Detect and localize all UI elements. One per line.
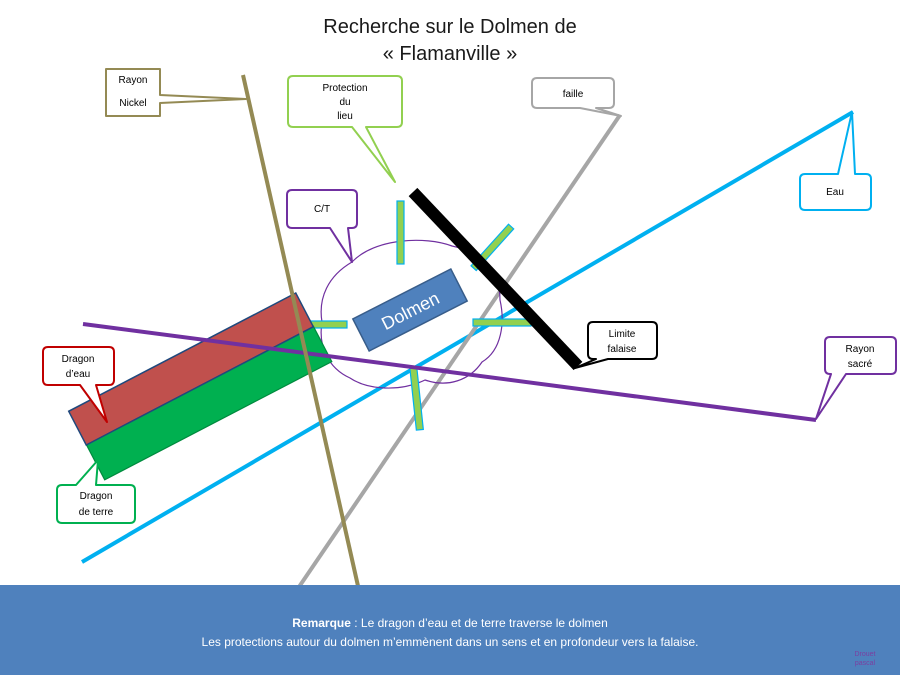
- protection-marker-top: [396, 200, 405, 265]
- callout-rayon-sacre: Rayon sacré: [815, 336, 897, 420]
- remark-line-1: Remarque : Le dragon d’eau et de terre t…: [0, 616, 900, 630]
- rayon-nickel-line: [241, 74, 360, 587]
- svg-text:C/T: C/T: [314, 204, 330, 215]
- svg-text:de terre: de terre: [79, 507, 114, 518]
- callout-limite-falaise: Limite falaise: [574, 321, 658, 369]
- callout-ct: C/T: [286, 189, 358, 263]
- svg-text:Dragon: Dragon: [80, 491, 113, 502]
- svg-text:Eau: Eau: [826, 187, 844, 198]
- ct-cloud: [320, 239, 503, 389]
- rayon-sacre-line: [82, 322, 817, 422]
- svg-text:Dragon: Dragon: [62, 354, 95, 365]
- callout-faille: faille: [531, 77, 622, 117]
- remark-line-2: Les protections autour du dolmen m’emmèn…: [201, 635, 699, 649]
- svg-text:Protection: Protection: [322, 83, 367, 94]
- svg-text:Limite: Limite: [609, 329, 636, 340]
- svg-text:lieu: lieu: [337, 111, 353, 122]
- svg-text:Nickel: Nickel: [119, 98, 146, 109]
- callout-eau: Eau: [799, 111, 872, 211]
- author-first-name: Drouet: [854, 651, 876, 658]
- remark-text: : Le dragon d’eau et de terre traverse l…: [350, 616, 608, 630]
- author-signature: Drouet pascal: [838, 650, 892, 668]
- remark-label: Remarque: [292, 616, 351, 630]
- svg-text:sacré: sacré: [848, 359, 873, 370]
- title-line-2: « Flamanville »: [382, 43, 518, 65]
- svg-text:du: du: [339, 97, 350, 108]
- callout-protection: Protection du lieu: [287, 75, 403, 183]
- remark-footer: Remarque : Le dragon d’eau et de terre t…: [0, 585, 900, 675]
- author-last-name: pascal: [854, 660, 876, 667]
- svg-text:Rayon: Rayon: [846, 344, 875, 355]
- callout-dragon-terre: Dragon de terre: [56, 459, 136, 524]
- callout-rayon-nickel: Rayon Nickel: [105, 68, 247, 117]
- svg-text:falaise: falaise: [608, 344, 637, 355]
- protection-marker-right: [472, 318, 532, 327]
- dragon-eau-bar: [67, 292, 315, 446]
- callout-dragon-eau: Dragon d’eau: [42, 346, 115, 423]
- svg-text:Rayon: Rayon: [119, 75, 148, 86]
- svg-text:d’eau: d’eau: [66, 369, 90, 380]
- dolmen-box: Dolmen: [351, 267, 469, 353]
- page-title: Recherche sur le Dolmen de « Flamanville…: [0, 14, 900, 68]
- faille-line: [284, 113, 622, 608]
- limite-falaise-line: [408, 187, 583, 371]
- title-line-1: Recherche sur le Dolmen de: [323, 16, 577, 38]
- svg-text:faille: faille: [563, 89, 584, 100]
